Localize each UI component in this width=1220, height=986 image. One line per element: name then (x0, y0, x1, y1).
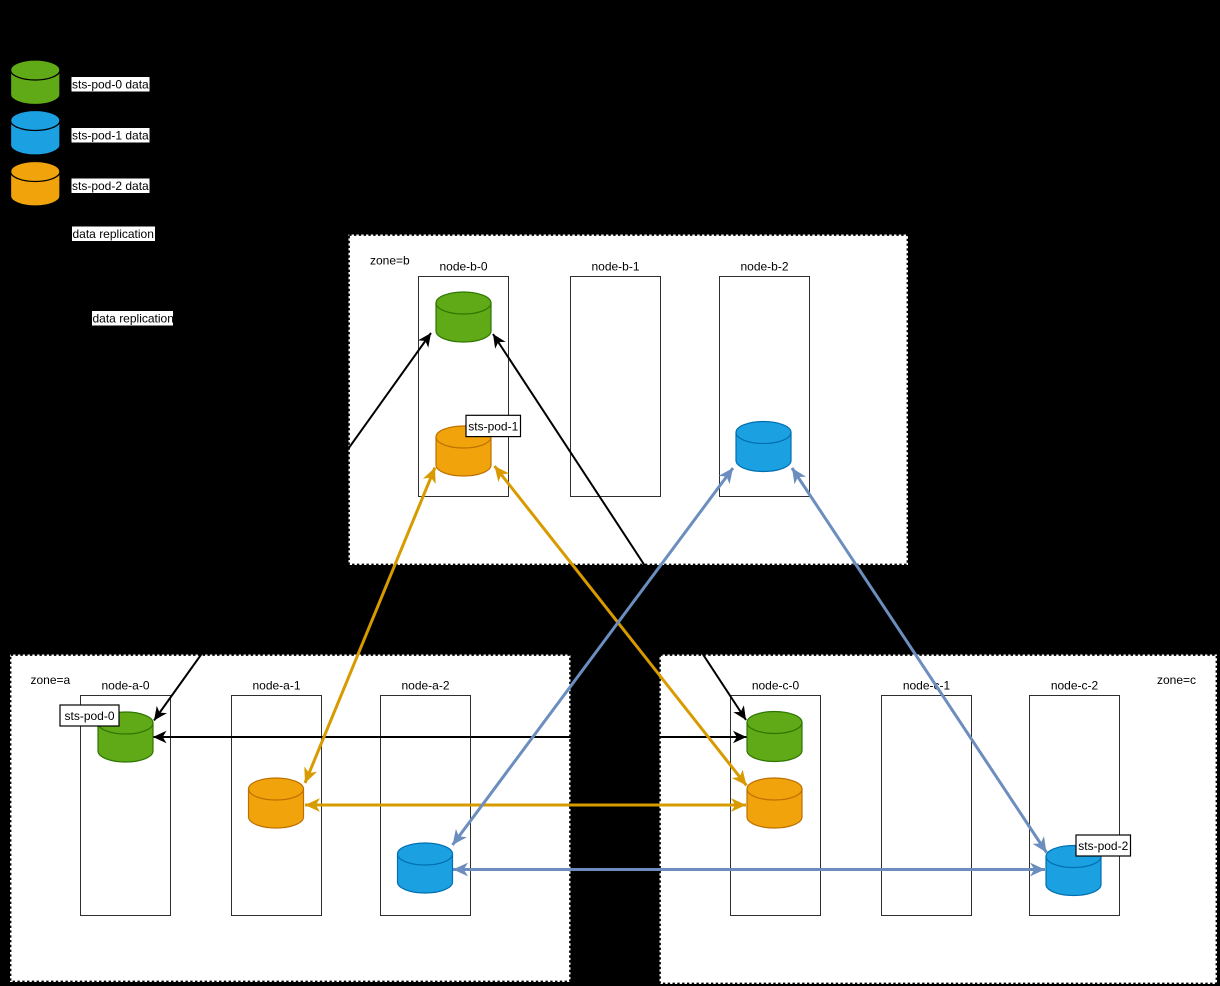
svg-text:data replication: data replication (93, 312, 174, 326)
svg-text:node-b-2: node-b-2 (740, 260, 788, 274)
svg-text:node-a-0: node-a-0 (101, 679, 149, 693)
svg-text:node-b-0: node-b-0 (439, 260, 487, 274)
svg-text:node-b-1: node-b-1 (591, 260, 639, 274)
svg-text:zone=a: zone=a (31, 673, 71, 687)
svg-text:data replication: data replication (73, 227, 154, 241)
svg-text:sts-pod-2 data: sts-pod-2 data (72, 179, 149, 193)
svg-text:node-a-2: node-a-2 (401, 679, 449, 693)
svg-text:sts-pod-0: sts-pod-0 (64, 709, 114, 723)
svg-text:sts-pod-0 data: sts-pod-0 data (72, 78, 149, 92)
svg-text:node-c-2: node-c-2 (1051, 679, 1099, 693)
svg-text:node-c-0: node-c-0 (752, 679, 800, 693)
svg-text:zone=c: zone=c (1157, 673, 1196, 687)
svg-text:sts-pod-2: sts-pod-2 (1078, 839, 1128, 853)
svg-text:sts-pod-1: sts-pod-1 (468, 419, 518, 433)
svg-text:zone=b: zone=b (370, 254, 410, 268)
svg-text:sts-pod-1 data: sts-pod-1 data (72, 129, 149, 143)
svg-text:node-a-1: node-a-1 (252, 679, 300, 693)
svg-text:node-c-1: node-c-1 (903, 679, 951, 693)
